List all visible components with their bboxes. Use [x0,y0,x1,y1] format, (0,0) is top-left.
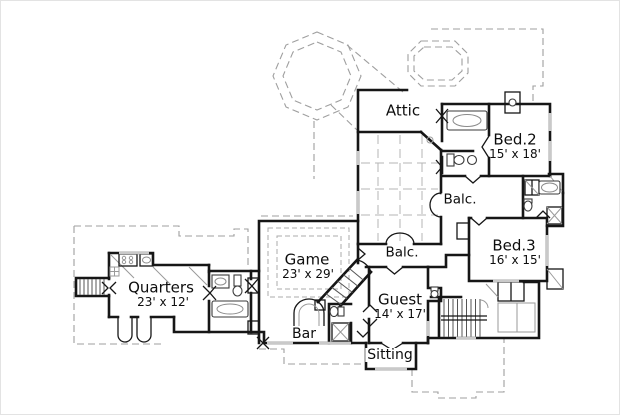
window-segments [119,113,552,371]
room-dim-guest: 14' x 17' [374,307,426,321]
room-label-attic: Attic [385,101,421,120]
ceiling-detail-lines [110,135,536,333]
room-dim-game: 23' x 29' [282,267,334,281]
room-label-bed2: Bed.2 [493,130,537,149]
room-label-bed3: Bed.3 [492,236,536,255]
room-label-balcony-center: Balc. [383,244,421,261]
exterior-and-interior-walls [74,88,565,371]
room-dim-quarters: 23' x 12' [137,295,189,309]
room-label-bar: Bar [290,326,318,342]
roof-outline-dashed [73,28,544,399]
room-label-game: Game [284,250,330,269]
room-dim-bed2: 15' x 18' [489,147,541,161]
room-label-quarters: Quarters [128,278,194,297]
room-label-sitting: Sitting [365,347,415,363]
room-label-balcony-right: Balc. [441,191,479,208]
door-swing-symbols [101,108,551,351]
room-label-guest: Guest [377,290,423,309]
room-dim-bed3: 16' x 15' [489,253,541,267]
stair-treads [79,279,489,337]
